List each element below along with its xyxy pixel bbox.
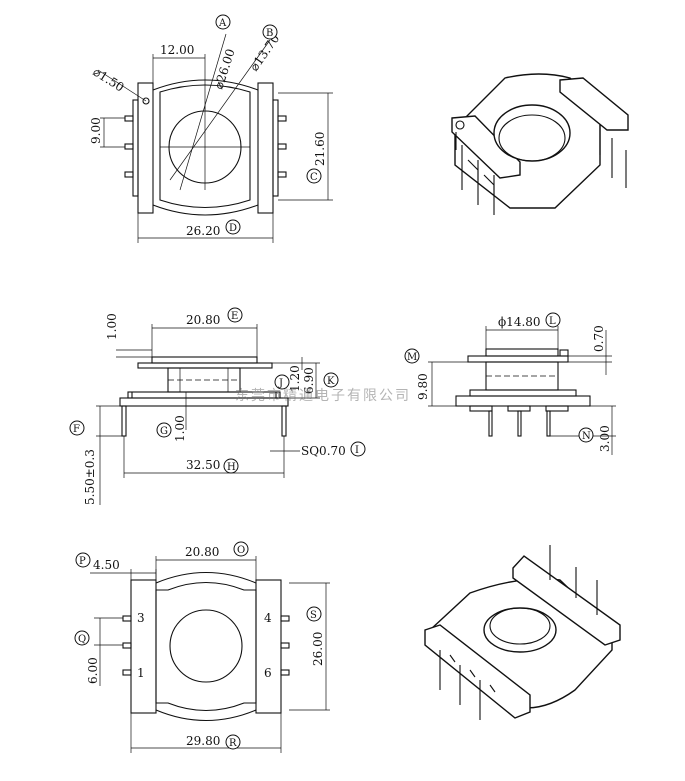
callout-g: G: [160, 426, 168, 437]
dim-3-00: 3.00: [598, 425, 612, 452]
callout-p: P: [79, 556, 86, 567]
callout-a: A: [218, 18, 227, 29]
dim-29-80: 29.80: [186, 734, 220, 748]
dim-20-80-bottom: 20.80: [185, 545, 219, 559]
pin-label-3: 3: [137, 611, 145, 625]
callout-c: C: [310, 172, 318, 183]
callout-d: D: [229, 223, 237, 234]
dim-5-50: 5.50±0.3: [83, 449, 97, 505]
pin-label-4: 4: [264, 611, 272, 625]
front-view: 20.80 1.00 1.20 6.90 1.00 5.50±0.3 32.50…: [83, 313, 346, 505]
top-view: 12.00 ⌀26.00 ⌀13.70 ⌀1.50 9.00 21.60 26.…: [89, 32, 333, 243]
dim-13-70-diameter: ⌀13.70: [247, 32, 282, 74]
dim-6-00: 6.00: [86, 657, 100, 684]
pin-label-1: 1: [137, 666, 145, 680]
isometric-view-bottom: [424, 545, 621, 720]
dim-32-50: 32.50: [186, 458, 220, 472]
dim-4-50: 4.50: [93, 558, 120, 572]
callout-e: E: [231, 311, 238, 322]
dim-12-00: 12.00: [160, 43, 194, 57]
dim-1-00-mid: 1.00: [173, 415, 187, 442]
dim-14-80: ϕ14.80: [498, 315, 541, 329]
dim-20-80-front: 20.80: [186, 313, 220, 327]
dim-6-90: 6.90: [302, 367, 316, 394]
side-view: ϕ14.80 0.70 9.80 3.00: [416, 315, 616, 455]
dim-9-00: 9.00: [89, 117, 103, 144]
callout-n: N: [582, 431, 591, 442]
callout-f: F: [73, 424, 80, 435]
isometric-view-top: [451, 73, 629, 215]
callout-h: H: [227, 462, 236, 473]
pin-label-6: 6: [264, 666, 272, 680]
callout-q: Q: [78, 634, 86, 645]
callouts: A B C D E F G H I J K L M N O P Q S R: [69, 14, 594, 750]
dim-sq-0-70: SQ0.70: [301, 444, 346, 458]
callout-l: L: [549, 316, 556, 327]
callout-b: B: [266, 28, 273, 39]
dim-9-80: 9.80: [416, 373, 430, 400]
callout-s: S: [310, 610, 317, 621]
dim-26-20: 26.20: [186, 224, 220, 238]
callout-r: R: [229, 738, 237, 749]
dim-1-20: 1.20: [288, 365, 302, 392]
callout-m: M: [407, 352, 417, 363]
dim-1-50-diameter: ⌀1.50: [90, 65, 126, 95]
dim-1-00-top: 1.00: [105, 313, 119, 340]
dim-0-70: 0.70: [592, 325, 606, 352]
callout-i: I: [355, 445, 359, 456]
dim-26-00-bottom: 26.00: [311, 632, 325, 666]
dim-21-60: 21.60: [313, 132, 327, 166]
bottom-view: 3 1 4 6 4.50 20.80 6.00 26.00 29.80: [86, 545, 330, 753]
callout-j: J: [278, 378, 283, 389]
watermark-text: 东莞市精通电子有限公司: [235, 387, 411, 404]
callout-o: O: [237, 545, 245, 556]
callout-k: K: [327, 376, 335, 387]
